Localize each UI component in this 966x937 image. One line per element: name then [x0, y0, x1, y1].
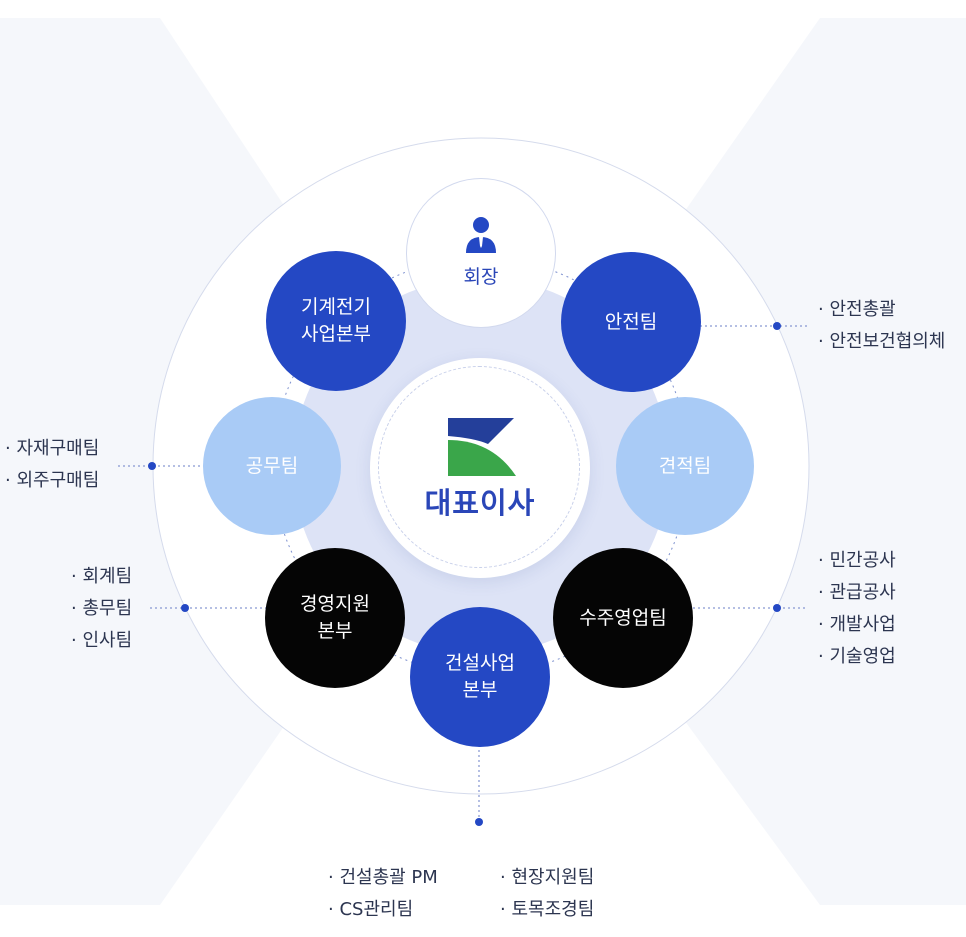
list-item: 회계팀: [71, 561, 132, 593]
node-label-line1: 경영지원: [300, 593, 370, 615]
node-management-support-division: 경영지원 본부: [265, 548, 405, 688]
connector-dot-construction: [475, 818, 483, 826]
ceo-inner-ring: [378, 366, 580, 568]
node-safety-team: 안전팀: [561, 252, 701, 392]
list-item: 외주구매팀: [5, 465, 99, 497]
list-item: 총무팀: [71, 593, 132, 625]
node-construction-division: 건설사업 본부: [410, 607, 550, 747]
list-item: 건설총괄 PM: [328, 862, 437, 894]
connector-dot-procure: [148, 462, 156, 470]
list-item: 민간공사: [818, 545, 895, 577]
node-label-line2: 본부: [317, 620, 353, 642]
list-item: 자재구매팀: [5, 433, 99, 465]
connector-dot-mgmt: [181, 604, 189, 612]
construction-subteam-list-left: 건설총괄 PM CS관리팀: [328, 862, 438, 926]
node-sales-team: 수주영업팀: [553, 548, 693, 688]
node-label-line2: 본부: [462, 679, 498, 701]
list-item: 인사팀: [71, 625, 132, 657]
construction-subteam-list-right: 현장지원팀 토목조경팀: [500, 862, 594, 926]
sales-subteam-list: 민간공사 관급공사 개발사업 기술영업: [818, 545, 895, 673]
node-label: 안전팀: [604, 310, 658, 333]
node-label: 견적팀: [658, 454, 712, 477]
list-item: 개발사업: [818, 609, 895, 641]
list-item: 기술영업: [818, 641, 895, 673]
list-item: 관급공사: [818, 577, 895, 609]
node-estimation-team: 견적팀: [616, 397, 754, 535]
connector-dot-safety: [773, 322, 781, 330]
node-label-line2: 사업본부: [301, 323, 371, 345]
list-item: 현장지원팀: [500, 862, 594, 894]
node-label: 공무팀: [245, 454, 299, 477]
list-item: 안전보건협의체: [818, 326, 945, 358]
node-label: 수주영업팀: [579, 606, 667, 629]
safety-subteam-list: 안전총괄 안전보건협의체: [818, 294, 945, 358]
chairman-label: 회장: [463, 266, 499, 288]
node-label-line1: 건설사업: [445, 652, 515, 674]
node-label-line1: 기계전기: [301, 296, 371, 318]
company-logo: [448, 418, 516, 476]
node-mech-electrical-division: 기계전기 사업본부: [266, 251, 406, 391]
ceo-label: 대표이사: [424, 486, 536, 520]
connector-dot-sales: [773, 604, 781, 612]
management-subteam-list: 회계팀 총무팀 인사팀: [71, 561, 132, 657]
procurement-subteam-list: 자재구매팀 외주구매팀: [5, 433, 99, 497]
node-procurement-team: 공무팀: [203, 397, 341, 535]
person-icon: [466, 217, 496, 253]
list-item: CS관리팀: [328, 894, 438, 926]
list-item: 토목조경팀: [500, 894, 594, 926]
list-item: 안전총괄: [818, 294, 945, 326]
